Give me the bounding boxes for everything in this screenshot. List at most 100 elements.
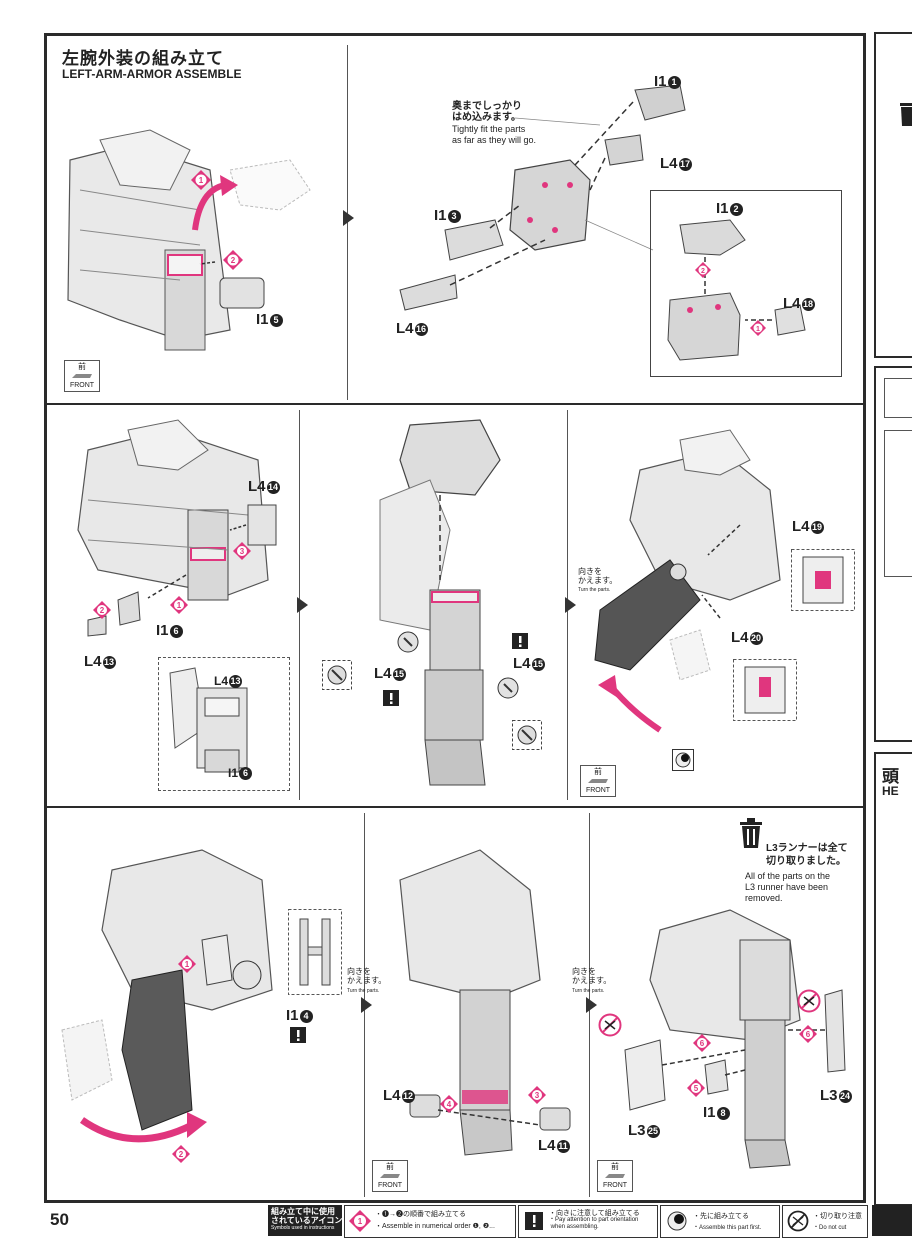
- step-number-6: 6: [799, 1025, 817, 1043]
- assemble-first-icon: [672, 749, 694, 771]
- row-divider-1: [46, 403, 864, 405]
- svg-text:5: 5: [694, 1084, 699, 1093]
- polycap-detail-icon: [322, 660, 352, 690]
- legend-title: 組み立て中に使用 されているアイコン Symbols used in instr…: [268, 1205, 342, 1236]
- runner-note-en: All of the parts on the L3 runner have b…: [745, 871, 831, 903]
- robot-illustration-p2a: [77, 419, 277, 637]
- detail-inset-p3a: [288, 909, 342, 995]
- note-en: Tightly fit the parts as far as they wil…: [452, 124, 537, 145]
- step-number-1: 1: [191, 170, 211, 190]
- svg-text:4: 4: [447, 1100, 452, 1109]
- front-icon: 前 FRONT: [580, 765, 616, 797]
- svg-text:2: 2: [231, 256, 236, 265]
- step-number-6: 6: [693, 1034, 711, 1052]
- svg-text:6: 6: [700, 1039, 705, 1048]
- turn-note-jp: 向きを かえます。: [347, 967, 387, 985]
- robot-illustration-p3b: [399, 849, 571, 1156]
- do-not-cut-icon: [787, 1210, 809, 1232]
- legend-item-numerical-order: 1 ・❶→❷の順番で組み立てる ・Assemble in numerical o…: [344, 1205, 516, 1238]
- front-icon: 前 FRONT: [597, 1160, 633, 1192]
- parts-inset-view-p1: [667, 219, 806, 361]
- robot-illustration-p2c: [594, 429, 781, 733]
- turn-note-en: Turn the parts.: [347, 988, 380, 994]
- assemble-first-icon: [667, 1211, 687, 1231]
- trash-icon: [740, 818, 762, 848]
- step-number-3: 3: [233, 542, 251, 560]
- robot-illustration-p3c: [624, 909, 846, 1169]
- next-section-title-en: HE: [882, 784, 899, 798]
- orientation-warning-icon: [512, 633, 528, 649]
- svg-text:1: 1: [199, 176, 204, 185]
- instruction-frame: [44, 33, 866, 1203]
- detail-inset-p2c-top: [791, 549, 855, 611]
- orientation-warning-icon: [383, 690, 399, 706]
- front-icon: 前 FRONT: [372, 1160, 408, 1192]
- svg-text:3: 3: [535, 1091, 540, 1100]
- robot-illustration-p3a: [61, 849, 273, 1143]
- svg-text:2: 2: [179, 1150, 184, 1159]
- step-number-1: 1: [178, 955, 196, 973]
- section-title-en: LEFT-ARM-ARMOR ASSEMBLE: [62, 67, 242, 81]
- step-number-5: 5: [687, 1079, 705, 1097]
- do-not-cut-icon: [797, 989, 821, 1013]
- page-number: 50: [50, 1210, 69, 1229]
- runner-note-jp: L3ランナーは全て 切り取りました。: [766, 843, 848, 867]
- svg-text:3: 3: [240, 547, 245, 556]
- detail-inset-p1: [650, 190, 842, 377]
- do-not-cut-icon: [598, 1013, 622, 1037]
- step-number-2: 2: [93, 601, 111, 619]
- step-arrow: [361, 997, 372, 1013]
- legend-item-do-not-cut: ・切り取り注意 ・Do not cut: [782, 1205, 868, 1238]
- step-arrow: [343, 210, 354, 226]
- svg-text:1: 1: [358, 1217, 363, 1226]
- legend-item-assemble-first: ・先に組み立てる ・Assemble this part first.: [660, 1205, 780, 1238]
- orientation-warning-icon: [290, 1027, 306, 1043]
- adjacent-page-edge: 頭 HE: [868, 0, 912, 1241]
- trash-icon: [900, 103, 912, 126]
- svg-text:1: 1: [185, 960, 190, 969]
- svg-text:2: 2: [100, 606, 105, 615]
- turn-note-en: Turn the parts.: [572, 988, 605, 994]
- orientation-warning-icon: [525, 1212, 543, 1230]
- section-title-jp: 左腕外装の組み立て: [62, 49, 224, 68]
- svg-text:1: 1: [756, 326, 760, 333]
- turn-note-jp: 向きを かえます。: [578, 567, 618, 585]
- detail-inset-p2a: [158, 657, 290, 791]
- row-divider-2: [46, 806, 864, 808]
- detail-inset-p2c-bottom: [733, 659, 797, 721]
- turn-note-jp: 向きを かえます。: [572, 967, 612, 985]
- step-number-1: 1: [170, 596, 188, 614]
- step-number-icon: 1: [349, 1210, 371, 1232]
- step-arrow: [565, 597, 576, 613]
- step-number-2: 2: [223, 250, 243, 270]
- svg-text:1: 1: [177, 601, 182, 610]
- front-icon: 前 FRONT: [64, 360, 100, 392]
- legend-item-orientation: ・向きに注意して組み立てる ・Pay attention to part ori…: [518, 1205, 658, 1238]
- turn-note-en: Turn the parts.: [578, 587, 611, 593]
- svg-text:6: 6: [806, 1030, 811, 1039]
- detail-inset-view-p2a: [169, 667, 248, 773]
- robot-illustration-p2b: [379, 419, 519, 786]
- step-arrow: [586, 997, 597, 1013]
